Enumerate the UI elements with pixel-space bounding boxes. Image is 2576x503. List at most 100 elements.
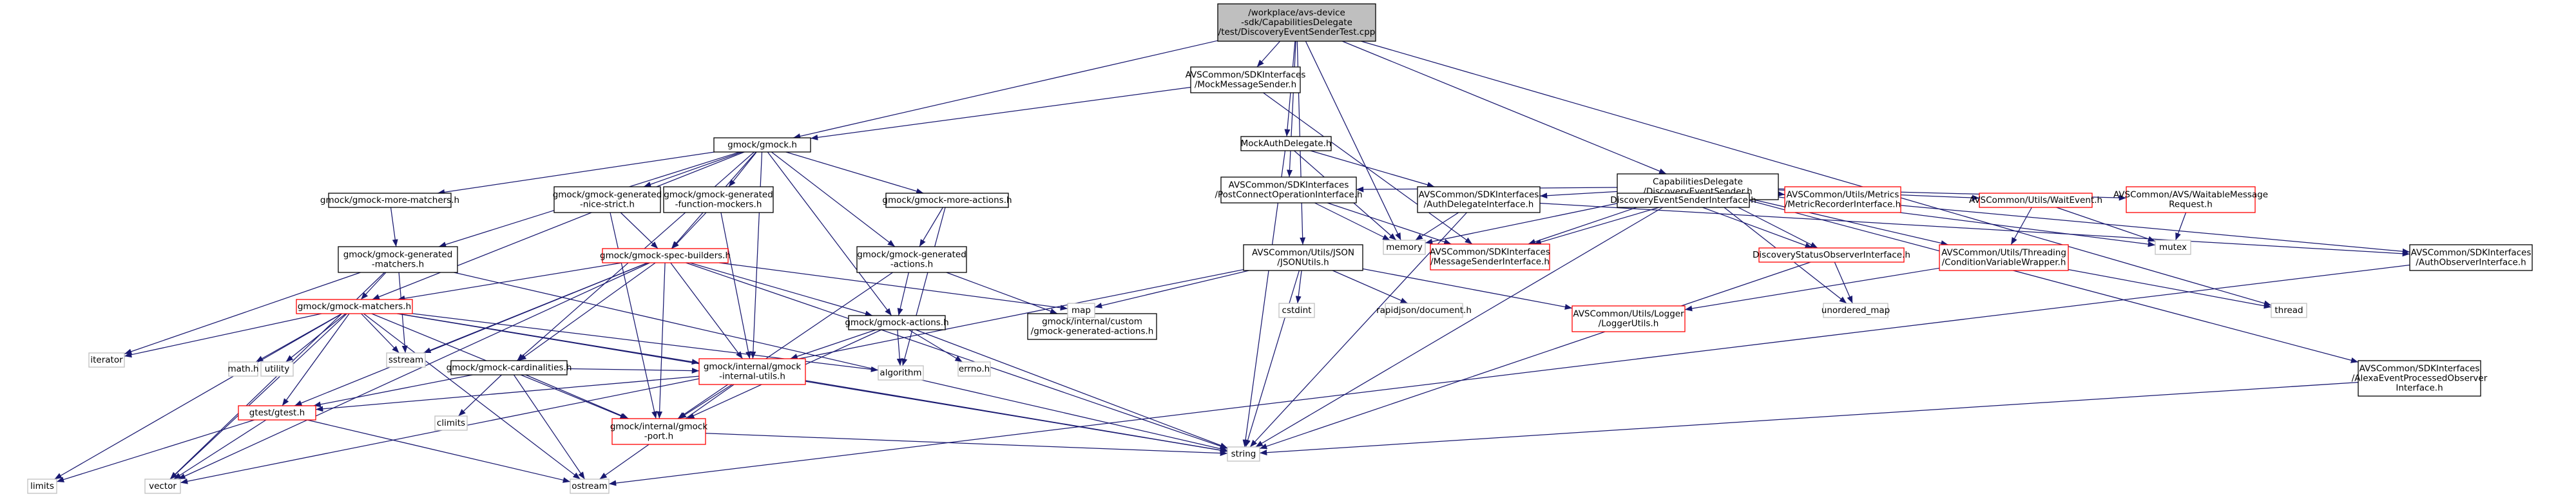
node-moremat[interactable]: gmock/gmock-more-matchers.h (320, 193, 459, 208)
node-waitevent[interactable]: AVSCommon/Utils/WaitEvent.h (1969, 193, 2102, 208)
node-jsonutils[interactable]: AVSCommon/Utils/JSON/JSONUtils.h (1243, 244, 1363, 271)
edge-mockmsg-to-msi (1263, 92, 1473, 245)
edge-postconn-to-msi (1327, 202, 1452, 245)
node-iterator[interactable]: iterator (88, 352, 125, 368)
edge-dsoi-to-string (1259, 261, 1811, 450)
node-alexaevt[interactable]: AVSCommon/SDKInterfaces/AlexaEventProces… (2352, 360, 2488, 397)
node-errno[interactable]: errno.h (957, 361, 991, 377)
node-nicestrict[interactable]: gmock/gmock-generated-nice-strict.h (553, 186, 662, 213)
node-algorithm[interactable]: algorithm (878, 365, 924, 381)
node-label-root: /workplace/avs-device (1248, 8, 1345, 18)
node-label-funcmock: -function-mockers.h (675, 200, 762, 210)
edge-moreact-to-genact (919, 207, 943, 247)
node-box-genmat (338, 246, 458, 273)
node-dsoi[interactable]: DiscoveryStatusObserverInterface.h (1753, 247, 1910, 263)
node-moreact[interactable]: gmock/gmock-more-actions.h (882, 193, 1012, 208)
node-gmockcustom[interactable]: gmock/internal/custom/gmock-generated-ac… (1027, 313, 1157, 340)
edge-authdel-to-authobs (1539, 202, 2410, 257)
node-label-mockauth: MockAuthDelegate.h (1241, 138, 1332, 149)
node-gtest[interactable]: gtest/gtest.h (238, 405, 316, 421)
edge-root-to-capdes (1342, 41, 1667, 175)
edge-genmat-to-matchers (360, 272, 387, 300)
edge-root-to-thread (1361, 41, 2272, 307)
node-authdel[interactable]: AVSCommon/SDKInterfaces/AuthDelegateInte… (1417, 186, 1541, 213)
node-label-authdel: AVSCommon/SDKInterfaces (1419, 190, 1539, 200)
node-vector[interactable]: vector (144, 479, 181, 494)
node-cstdint[interactable]: cstdint (1278, 303, 1315, 318)
node-postconn[interactable]: AVSCommon/SDKInterfaces/PostConnectOpera… (1215, 176, 1363, 204)
node-box-moreact (885, 193, 1009, 208)
edge-jsonutils-to-cstdint (1295, 270, 1302, 304)
node-label-postconn: AVSCommon/SDKInterfaces (1229, 180, 1349, 191)
node-label-genact: -actions.h (890, 260, 933, 270)
node-label-rapidjson: rapidjson/document.h (1376, 305, 1472, 316)
node-label-errno: errno.h (959, 364, 990, 374)
node-loggerutils[interactable]: AVSCommon/Utils/Logger/LoggerUtils.h (1572, 305, 1686, 332)
node-label-loggerutils: AVSCommon/Utils/Logger (1573, 309, 1684, 319)
edge-jsonutils-to-string (1245, 270, 1300, 448)
node-intutils[interactable]: gmock/internal/gmock-internal-utils.h (698, 358, 806, 385)
node-box-actions (848, 315, 946, 330)
node-funcmock[interactable]: gmock/gmock-generated-function-mockers.h (663, 186, 774, 213)
edge-gtest-to-vector (173, 419, 267, 480)
edge-alexaevt-to-string (1259, 381, 2359, 456)
node-mockmsg[interactable]: AVSCommon/SDKInterfaces/MockMessageSende… (1186, 66, 1306, 93)
node-specb[interactable]: gmock/gmock-spec-builders.h (600, 248, 731, 263)
node-condvar[interactable]: AVSCommon/Utils/Threading/ConditionVaria… (1939, 244, 2069, 271)
node-label-loggerutils: /LoggerUtils.h (1599, 319, 1659, 329)
edge-cardin-to-ostream (513, 374, 586, 480)
edge-intutils-to-gtest (315, 375, 700, 412)
node-ostream[interactable]: ostream (570, 479, 610, 494)
node-limits[interactable]: limits (27, 479, 57, 494)
node-label-memory: memory (1386, 242, 1422, 252)
node-thread[interactable]: thread (2271, 303, 2307, 318)
node-root[interactable]: /workplace/avs-device-sdk/CapabilitiesDe… (1217, 3, 1376, 42)
node-climits[interactable]: climits (434, 415, 468, 431)
edge-matchers-to-gtest (282, 313, 350, 406)
node-unordmap[interactable]: unordered_map (1821, 303, 1890, 318)
edge-jsonutils-to-rapidjson (1332, 270, 1408, 304)
node-memory[interactable]: memory (1383, 240, 1426, 255)
node-label-vector: vector (149, 481, 177, 491)
node-box-utility (260, 361, 294, 377)
node-cardin[interactable]: gmock/gmock-cardinalities.h (447, 360, 572, 375)
node-utility[interactable]: utility (260, 361, 294, 377)
node-metricrec[interactable]: AVSCommon/Utils/Metrics/MetricRecorderIn… (1784, 186, 1901, 213)
edge-authobs-to-ostream (608, 264, 2410, 486)
node-label-intutils: gmock/internal/gmock (704, 362, 802, 372)
node-actions[interactable]: gmock/gmock-actions.h (845, 315, 949, 330)
edge-capdes-to-alexaevt (1746, 199, 2359, 363)
node-matchers[interactable]: gmock/gmock-matchers.h (296, 299, 413, 314)
node-box-ostream (570, 479, 610, 494)
node-box-moremat (328, 193, 452, 208)
node-string[interactable]: string (1227, 446, 1260, 462)
edge-waitevent-to-mutex (2056, 207, 2156, 242)
node-box-climits (434, 415, 468, 431)
node-box-nicestrict (553, 186, 661, 213)
edge-capdes-to-memory (1425, 199, 1636, 245)
node-desi[interactable]: DiscoveryEventSenderInterface.h (1610, 193, 1756, 208)
edge-specb-to-intutils (670, 262, 743, 359)
node-math[interactable]: math.h (227, 361, 259, 377)
node-authobs[interactable]: AVSCommon/SDKInterfaces/AuthObserverInte… (2409, 244, 2533, 271)
edge-matchers-to-ostream (363, 313, 581, 480)
node-box-sstream (386, 352, 426, 368)
node-gmockport[interactable]: gmock/internal/gmock-port.h (610, 418, 708, 445)
node-label-gmockcustom: gmock/internal/custom (1042, 317, 1142, 327)
node-gmock[interactable]: gmock/gmock.h (713, 137, 811, 153)
node-label-algorithm: algorithm (879, 368, 921, 378)
node-genact[interactable]: gmock/gmock-generated-actions.h (856, 246, 967, 273)
edge-actions-to-algorithm (896, 329, 903, 366)
node-label-iterator: iterator (90, 355, 123, 365)
node-genmat[interactable]: gmock/gmock-generated-matchers.h (338, 246, 458, 273)
node-mutex[interactable]: mutex (2155, 240, 2191, 255)
node-rapidjson[interactable]: rapidjson/document.h (1376, 303, 1472, 318)
node-mockauth[interactable]: MockAuthDelegate.h (1240, 136, 1332, 151)
node-msi[interactable]: AVSCommon/SDKInterfaces/MessageSenderInt… (1430, 243, 1550, 270)
node-label-string: string (1231, 449, 1256, 459)
node-label-gtest: gtest/gtest.h (249, 408, 305, 418)
node-map[interactable]: map (1067, 303, 1095, 318)
node-sstream[interactable]: sstream (386, 352, 426, 368)
